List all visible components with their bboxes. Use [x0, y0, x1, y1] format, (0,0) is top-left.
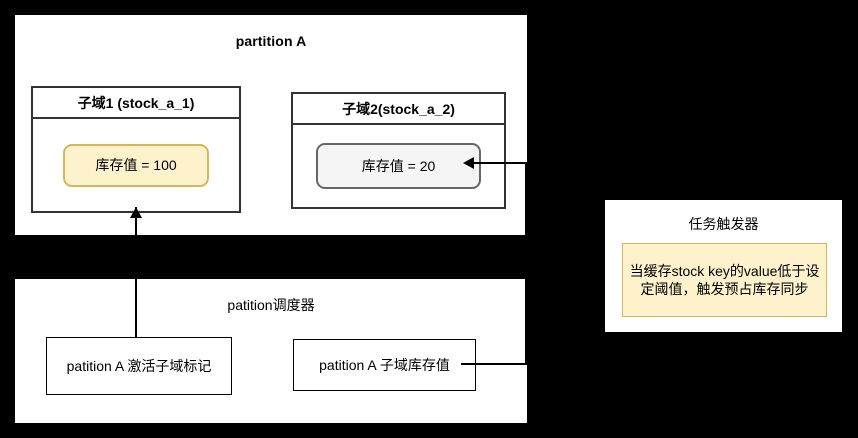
- subdomain-1-header: 子域1 (stock_a_1): [33, 88, 239, 119]
- active-subdomain-flag-box[interactable]: patition A 激活子域标记: [46, 337, 232, 395]
- connector-stockvalue-segment-up: [525, 162, 527, 365]
- subdomain-1-header-label: 子域1 (stock_a_1): [77, 94, 195, 111]
- task-trigger-panel: 任务触发器 当缓存stock key的value低于设定阈值，触发预占库存同步: [604, 199, 843, 333]
- subdomain-2-header: 子域2(stock_a_2): [293, 94, 504, 125]
- task-trigger-note: 当缓存stock key的value低于设定阈值，触发预占库存同步: [622, 243, 827, 317]
- active-subdomain-flag-label: patition A 激活子域标记: [66, 357, 212, 374]
- connector-stockvalue-arrowhead: [463, 157, 474, 169]
- connector-flag-to-subdomain1-line-upper: [135, 207, 137, 238]
- patition-scheduler-panel: patition调度器 patition A 激活子域标记 patition A…: [14, 278, 528, 424]
- subdomain-stock-value-box[interactable]: patition A 子域库存值: [293, 339, 476, 391]
- partition-a-title: partition A: [235, 33, 307, 49]
- subdomain-1-body: 库存值 = 100: [33, 119, 239, 211]
- connector-stockvalue-segment-right: [461, 363, 527, 365]
- subdomain-1-stock-value-pill: 库存值 = 100: [63, 143, 209, 187]
- connector-flag-to-subdomain1-line: [135, 236, 137, 338]
- subdomain-2-card[interactable]: 子域2(stock_a_2) 库存值 = 20: [291, 92, 506, 209]
- partition-a-panel: partition A 子域1 (stock_a_1) 库存值 = 100 子域…: [14, 14, 528, 236]
- connector-stockvalue-segment-left: [474, 162, 527, 164]
- subdomain-2-stock-value-pill: 库存值 = 20: [316, 143, 481, 189]
- subdomain-2-body: 库存值 = 20: [293, 125, 504, 207]
- subdomain-stock-value-label: patition A 子域库存值: [319, 356, 450, 373]
- task-trigger-title: 任务触发器: [688, 216, 759, 232]
- scheduler-title: patition调度器: [227, 297, 315, 313]
- subdomain-2-header-label: 子域2(stock_a_2): [342, 100, 455, 117]
- subdomain-1-card[interactable]: 子域1 (stock_a_1) 库存值 = 100: [31, 86, 241, 213]
